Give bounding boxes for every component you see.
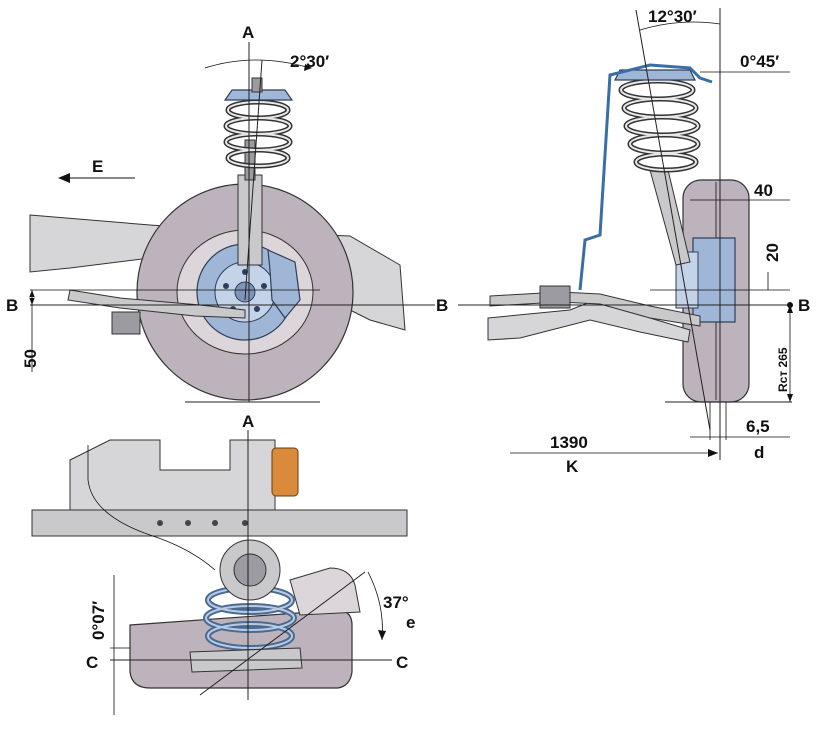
label-caster-angle: 2°30′ (290, 52, 329, 71)
body-structure-top (69, 439, 276, 521)
label-dim-20: 20 (763, 243, 782, 262)
strut-top-center (233, 553, 267, 587)
kingpin-axis (635, 9, 711, 431)
label-angle-e: e (406, 613, 415, 632)
label-axis-c-right: C (396, 653, 408, 672)
arm-bracket (111, 311, 141, 335)
side-view (29, 42, 435, 403)
label-axis-b-left: B (6, 296, 18, 315)
label-dim-50: 50 (21, 349, 40, 368)
label-dim-40: 40 (754, 181, 773, 200)
label-dim-1390: 1390 (550, 433, 588, 452)
label-axis-b-mid: B (436, 296, 448, 315)
hub-center (234, 281, 256, 303)
strut-axis-line (244, 59, 263, 301)
caster-arc (204, 59, 311, 69)
tire-top-turned (289, 567, 361, 616)
frame-rail (31, 509, 408, 537)
label-steer-angle: 37° (383, 593, 409, 612)
kingpin-arc (639, 21, 721, 31)
label-rst-265: Rст 265 (776, 347, 790, 392)
label-k: K (566, 457, 579, 476)
frame-holes (157, 520, 248, 526)
label-direction-e: E (92, 157, 103, 176)
stabilizer-bar (87, 445, 216, 571)
body-outline-blue (578, 63, 713, 291)
coil-spring-front (618, 78, 701, 173)
label-dim-6-5: 6,5 (746, 417, 770, 436)
label-d: d (754, 443, 764, 462)
lower-arm (67, 289, 246, 319)
label-axis-a-top: A (242, 23, 254, 42)
brake-caliper (267, 249, 301, 319)
orange-bellows (271, 447, 299, 497)
front-view (458, 8, 793, 460)
label-axis-a-bottom: A (242, 412, 254, 431)
steer-angle-line (199, 571, 366, 696)
hub-front (692, 237, 736, 323)
label-axis-b-right: B (798, 296, 810, 315)
label-kingpin-angle: 12°30′ (648, 7, 697, 26)
steer-arc (367, 571, 383, 641)
label-axis-c-left: C (86, 653, 98, 672)
label-camber-angle: 0°45′ (740, 52, 779, 71)
strut-top-mount-front (614, 69, 696, 81)
strut-top-mount (223, 89, 294, 101)
top-view (31, 430, 408, 715)
label-toe-angle: 0°07′ (89, 601, 108, 640)
strut-nut (251, 77, 263, 93)
strut-body (237, 174, 263, 266)
arm-mount-front (539, 285, 571, 309)
